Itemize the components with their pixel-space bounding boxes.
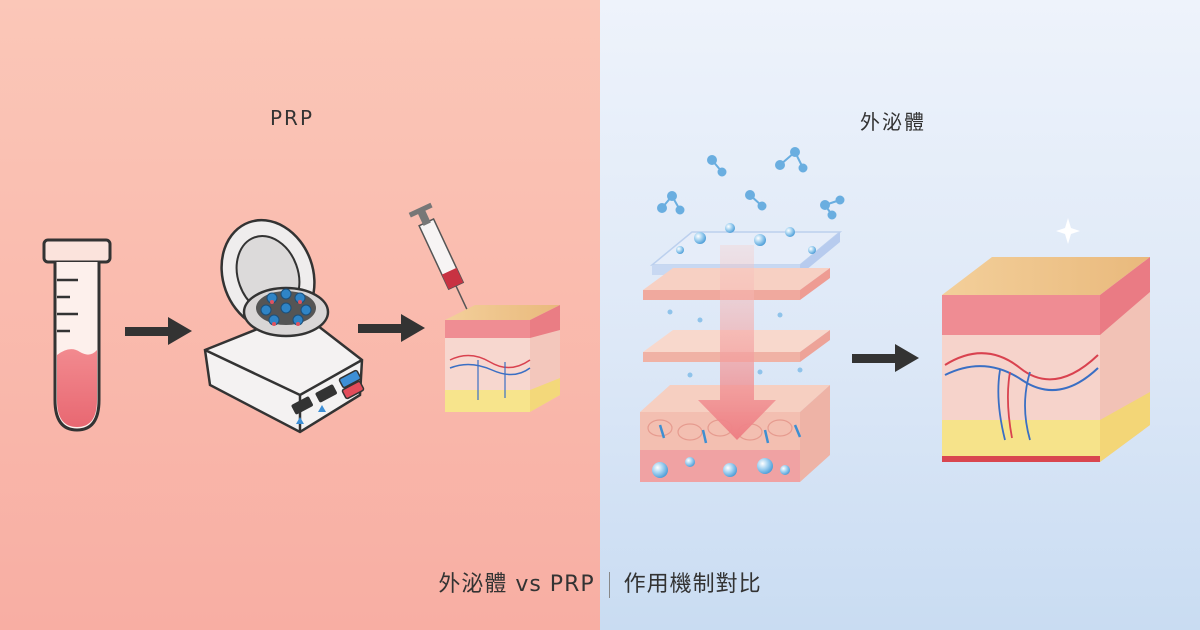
centrifuge-icon — [203, 218, 365, 434]
syringe-icon — [408, 202, 473, 320]
prp-title: PRP — [270, 106, 315, 130]
arrow-right-icon — [852, 344, 919, 372]
molecule-icon — [657, 147, 845, 220]
caption: 外泌體 vs PRP 作用機制對比 — [0, 566, 1200, 598]
caption-separator — [608, 572, 610, 598]
caption-part2: 作用機制對比 — [623, 572, 762, 597]
sparkle-icon — [1056, 218, 1080, 244]
skin-cube-icon — [445, 305, 560, 412]
caption-part1: 外泌體 vs PRP — [438, 572, 595, 597]
arrow-right-icon — [125, 317, 192, 345]
exosome-title: 外泌體 — [860, 110, 926, 134]
test-tube-icon — [42, 238, 112, 432]
arrow-right-icon — [358, 314, 425, 342]
skin-cube-icon — [942, 257, 1150, 462]
